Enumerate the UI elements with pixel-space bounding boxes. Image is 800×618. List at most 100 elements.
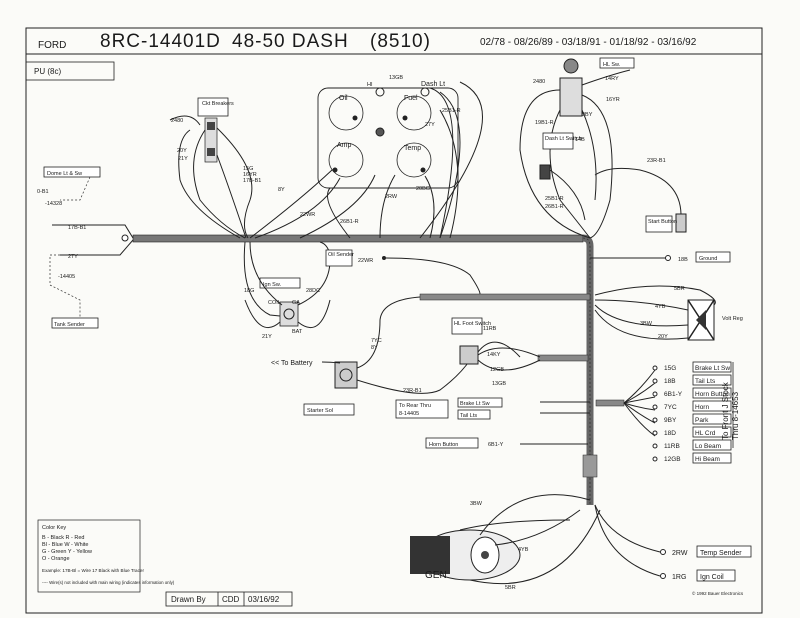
- wire-labels: 248020Y21Y15G16YR17B-B18Y22WR13GB25B1-R2…: [171, 75, 685, 591]
- connector-name-7: Hi Beam: [695, 456, 720, 463]
- connector-pin: [652, 456, 658, 462]
- color-key-row-3: O - Orange: [42, 556, 70, 562]
- start-button: [594, 167, 687, 233]
- wire-label-20: 11RB: [483, 326, 497, 332]
- wire-label-24: 2480: [533, 79, 545, 85]
- connector-wire-0: 15G: [664, 365, 676, 372]
- wire-label-38: 4YB: [518, 547, 529, 553]
- front-bundle: [623, 362, 734, 448]
- wire-label-32: 26B1-R: [545, 204, 564, 210]
- ignition-switch: [243, 241, 331, 328]
- wire-label-19: 23R-B1: [403, 388, 422, 394]
- instrument-cluster: [317, 87, 459, 189]
- wire-label-5: 17B-B1: [243, 178, 261, 184]
- coil-label: COIL: [268, 300, 281, 306]
- wire-label-4: 16YR: [243, 172, 257, 178]
- connector-wire-5: 18D: [664, 430, 676, 437]
- gauge-fuel: Fuel: [404, 95, 418, 102]
- wire-label-0: 2480: [171, 118, 183, 124]
- front-connector-5: 18D HL Crd: [652, 426, 732, 438]
- main-harness: [132, 234, 625, 505]
- vehicle-label: PU (8c): [34, 67, 61, 76]
- volt-reg-label: Volt Reg: [722, 316, 743, 322]
- connector-pin: [652, 417, 658, 423]
- wire-label-15: 28DC: [306, 288, 320, 294]
- tank-sender: [49, 239, 134, 329]
- wire-label-26: 19B1-R: [535, 120, 554, 126]
- dash-lt-switch-label: Dash Lt Switch: [545, 136, 582, 142]
- color-key-row-0: B - Black R - Red: [42, 535, 84, 541]
- dome-num: -14328: [45, 201, 62, 207]
- wire-label-35: 3BW: [640, 321, 653, 327]
- bottom-wire-0: 2RW: [672, 550, 688, 557]
- wire-label-11: 2RW: [385, 194, 398, 200]
- copyright: © 1992 Bauer Electronics: [692, 590, 744, 596]
- to-battery-label: << To Battery: [271, 360, 313, 367]
- connector-box-5: [692, 426, 732, 438]
- start-button-label: Start Button: [648, 219, 677, 225]
- rear-part-label: 8-14405: [399, 411, 419, 417]
- front-connector-7: 12GB Hi Beam: [652, 452, 732, 464]
- wire-label-13: 26B1-R: [340, 219, 359, 225]
- color-key-box: [37, 519, 141, 593]
- ground-wire-label: 18B: [678, 257, 688, 263]
- drawn-by-box: [165, 591, 293, 607]
- hl-switch: [519, 57, 635, 239]
- wire-label-12: 20BG: [416, 186, 430, 192]
- ign-coil-box: [696, 569, 736, 582]
- ground-label: Ground: [699, 256, 717, 262]
- bottom-name-1: Ign Coil: [700, 574, 724, 581]
- rear-connectors: [395, 397, 590, 449]
- connector-name-3: Horn: [695, 404, 709, 411]
- connector-wire-7: 12GB: [664, 456, 681, 463]
- tank-part: -14405: [58, 274, 75, 280]
- wire-label-29: 14B: [575, 137, 585, 143]
- wire-label-21: 14KY: [487, 352, 501, 358]
- wire-label-34: 4YB: [655, 304, 666, 310]
- to-front-label: To Front J Stock: [721, 382, 730, 440]
- to-rear-label: To Rear Thru: [399, 403, 431, 409]
- color-key-example: Example: 17B-Bl = Wire 17 Black with Blu…: [42, 568, 144, 573]
- wire-label-17: 7YC: [371, 338, 382, 344]
- connector-pin: [652, 404, 658, 410]
- connector-pin: [652, 443, 658, 449]
- model-code: (8510): [370, 31, 431, 52]
- connector-name-2: Horn Button: [695, 391, 730, 398]
- dome-light: [43, 166, 134, 242]
- temp-sender-box: [696, 545, 752, 558]
- connector-box-3: [692, 400, 732, 412]
- bottom-pin-0: [660, 549, 666, 555]
- connector-wire-6: 11RB: [664, 443, 680, 450]
- color-key-row-2: G - Green Y - Yellow: [42, 549, 92, 555]
- wire-label-25: 14RY: [605, 76, 619, 82]
- wire-label-23: 13GB: [492, 381, 506, 387]
- ga-label: GA: [292, 300, 300, 306]
- ground-connector: [590, 251, 731, 263]
- starter-sol-label: Starter Sol: [307, 408, 333, 414]
- drawn-by-initials: CDD: [222, 595, 240, 604]
- connector-box-0: [692, 361, 732, 373]
- wire-label-9: 25B1-R: [442, 108, 461, 114]
- wire-label-27: 9BY: [582, 112, 593, 118]
- model-title: 48-50 DASH: [232, 31, 349, 52]
- horn-wire-label: 6B1-Y: [488, 442, 504, 448]
- hl-sw-label: HL Sw.: [603, 62, 621, 68]
- wire-label-1: 20Y: [177, 148, 187, 154]
- circuit-breakers: [169, 97, 253, 239]
- gauge-hi: HI: [367, 82, 373, 88]
- brand-label: FORD: [38, 40, 66, 51]
- drawn-by-date: 03/16/92: [248, 595, 280, 604]
- tank-sender-label: Tank Sender: [54, 322, 85, 328]
- brake-lt-sw-label: Brake Lt Sw: [460, 401, 490, 407]
- connector-pin: [652, 391, 658, 397]
- connector-box-6: [692, 439, 732, 451]
- connector-name-5: HL Crd: [695, 430, 716, 437]
- part-number: 8RC-14401D: [100, 31, 221, 52]
